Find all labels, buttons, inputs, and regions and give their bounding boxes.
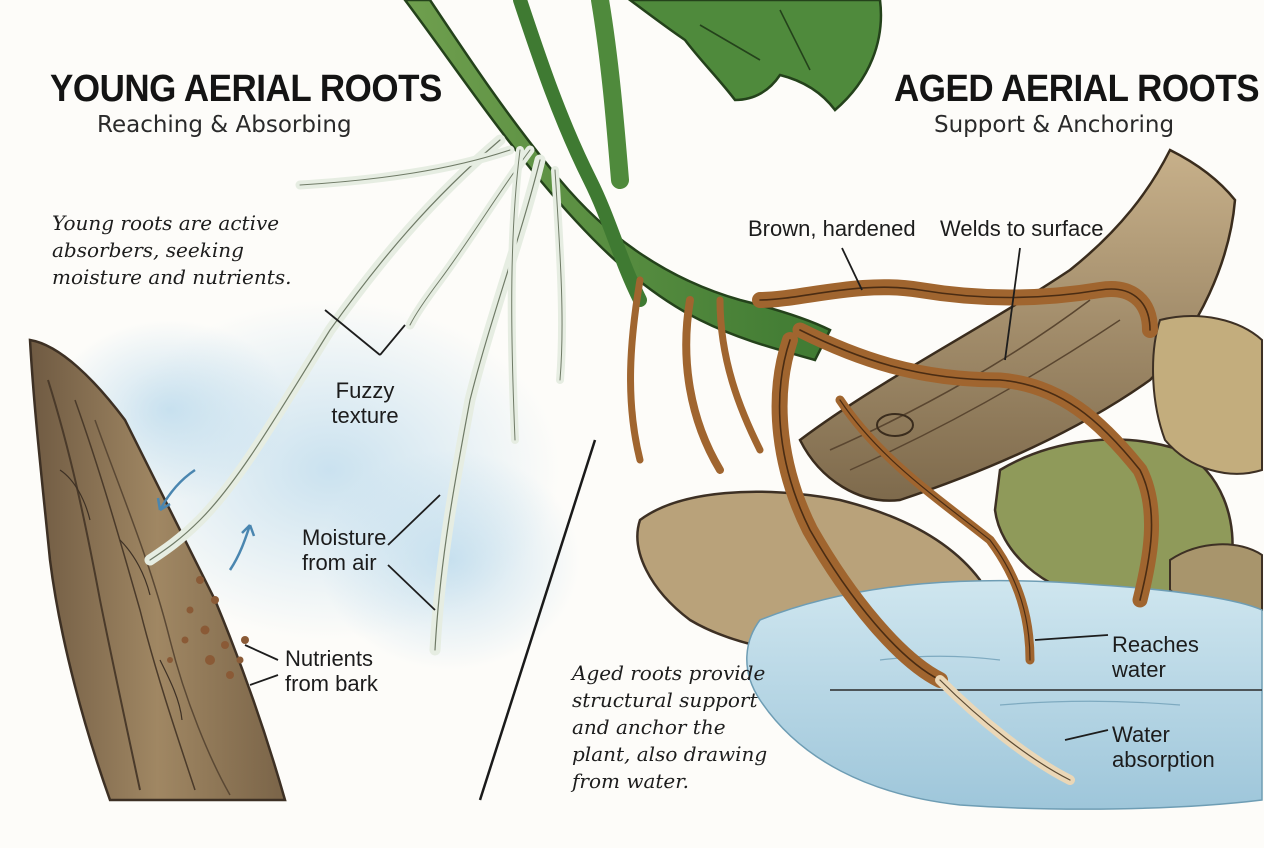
left-panel-subtitle: Reaching & Absorbing (97, 112, 352, 138)
nutrient-particles (167, 576, 249, 679)
label-welds-to-surface: Welds to surface (940, 216, 1104, 241)
panel-divider (478, 439, 597, 801)
label-water-absorption: Water absorption (1112, 722, 1215, 772)
label-line: from air (302, 550, 377, 575)
note-line: moisture and nutrients. (52, 265, 292, 289)
water-pool (746, 579, 1263, 810)
note-line: absorbers, seeking (52, 238, 244, 262)
label-moisture-from-air: Moisture from air (302, 525, 386, 575)
left-panel-title: YOUNG AERIAL ROOTS (50, 68, 442, 110)
monstera-leaf (627, 0, 883, 112)
label-line: absorption (1112, 747, 1215, 772)
label-nutrients-from-bark: Nutrients from bark (285, 646, 378, 696)
label-line: Moisture (302, 525, 387, 550)
label-line: Reaches (1112, 632, 1199, 657)
label-line: Water (1112, 722, 1170, 747)
callout-leaders (244, 247, 1109, 741)
label-brown-hardened: Brown, hardened (748, 216, 916, 241)
note-line: Young roots are active (52, 211, 280, 235)
note-line: and anchor the (572, 715, 726, 739)
note-line: Aged roots provide (572, 661, 766, 685)
label-fuzzy-texture: Fuzzy texture (325, 378, 405, 428)
label-line: from bark (285, 671, 378, 696)
label-line: water (1112, 657, 1166, 682)
young-roots (144, 134, 567, 656)
right-panel-note: Aged roots provide structural support an… (572, 660, 767, 795)
plant-stem (403, 0, 832, 362)
tree-bark (28, 338, 287, 802)
absorption-arrows (156, 468, 256, 571)
note-line: plant, also drawing (572, 742, 768, 766)
label-line: texture (331, 403, 399, 428)
right-panel-title: AGED AERIAL ROOTS (894, 68, 1260, 110)
note-line: structural support (572, 688, 758, 712)
left-panel-note: Young roots are active absorbers, seekin… (52, 210, 291, 291)
label-reaches-water: Reaches water (1112, 632, 1199, 682)
note-line: from water. (572, 769, 689, 793)
right-panel-subtitle: Support & Anchoring (934, 112, 1175, 138)
aged-roots (627, 276, 1160, 785)
label-line: Nutrients (285, 646, 374, 671)
label-line: Fuzzy (335, 378, 395, 403)
